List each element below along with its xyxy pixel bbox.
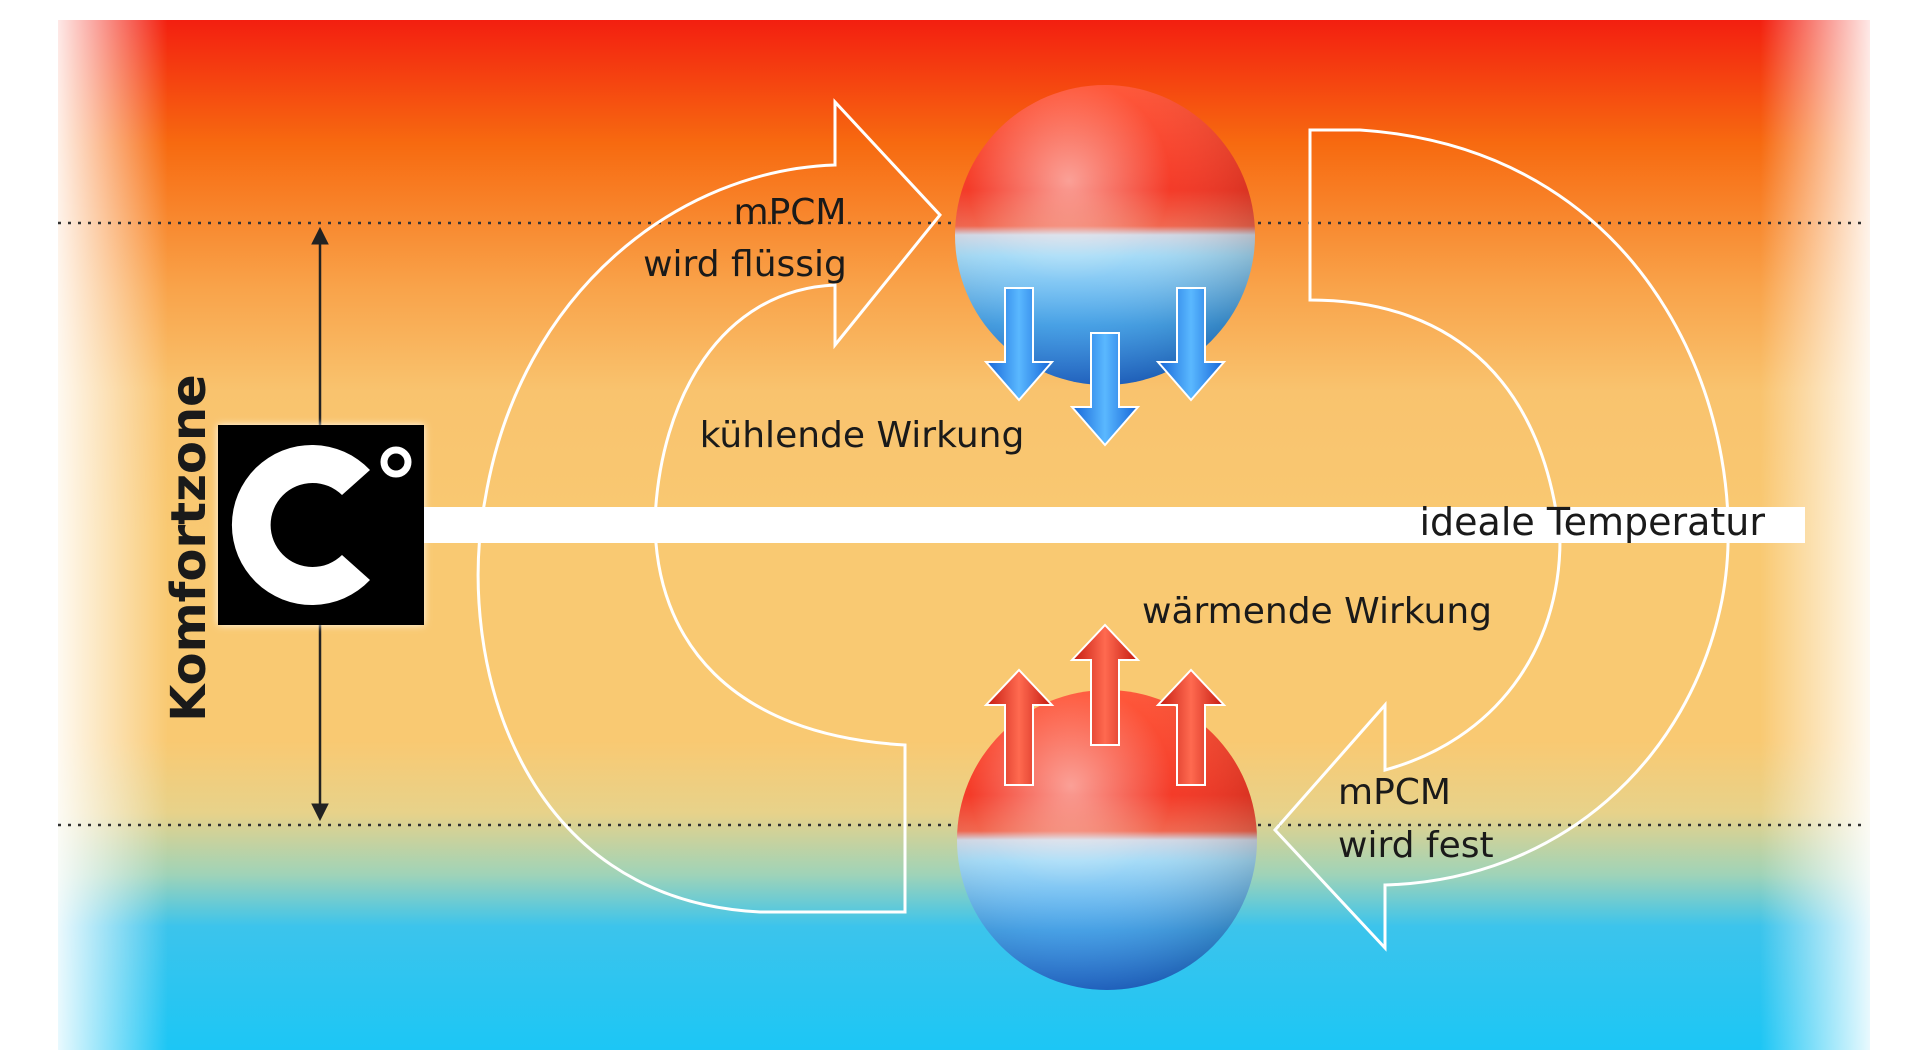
arrow-up-icon [983, 623, 1227, 786]
warming-effect-label: wärmende Wirkung [1142, 591, 1492, 632]
ideal-temperature-label: ideale Temperatur [1419, 500, 1765, 544]
top-melt-label-line1: mPCM [734, 192, 847, 233]
comfort-zone-label: Komfortzone [161, 374, 217, 721]
cycle-arrow-icon [476, 98, 1730, 952]
top-melt-label-line2: wird flüssig [643, 244, 847, 285]
degree-celsius-icon [218, 425, 424, 625]
bottom-solid-label-line2: wird fest [1338, 825, 1494, 866]
bottom-solid-label-line1: mPCM [1338, 772, 1451, 813]
arrow-down-icon [983, 287, 1227, 447]
cooling-effect-label: kühlende Wirkung [700, 415, 1025, 456]
ideal-temperature-bar [420, 507, 1805, 543]
